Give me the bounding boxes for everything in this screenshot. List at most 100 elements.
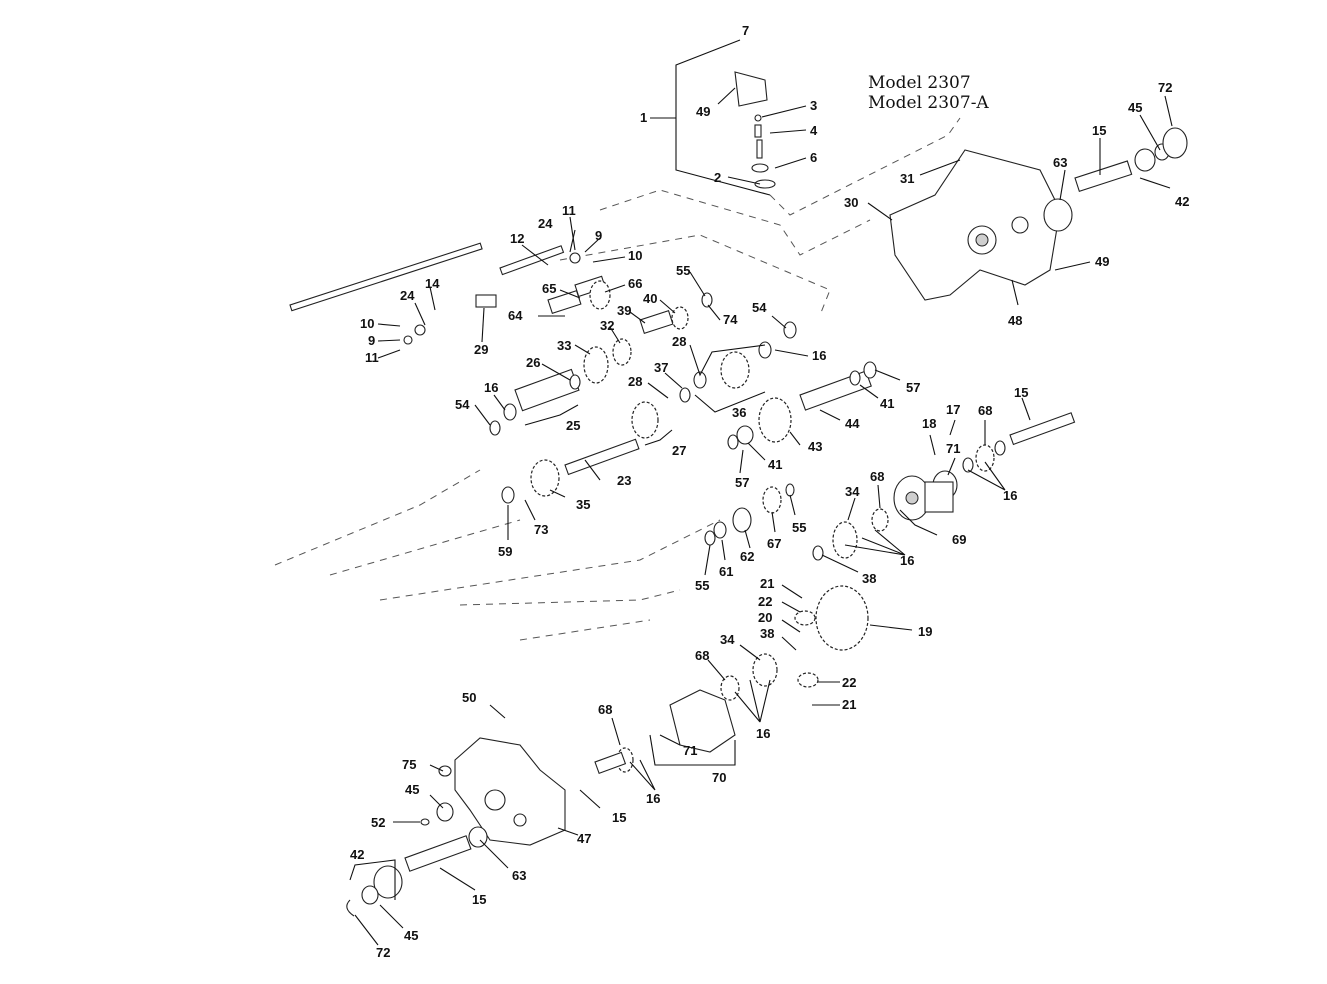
lower-axle [346,835,472,917]
callout: 1 [640,110,647,125]
callout: 39 [617,303,631,318]
callout: 29 [474,342,488,357]
callout: 23 [617,473,631,488]
gears [530,280,995,773]
callout: 72 [1158,80,1172,95]
callout: 15 [612,810,626,825]
callout: 4 [810,123,818,138]
callout: 49 [1095,254,1109,269]
callout: 35 [576,497,590,512]
callout: 63 [1053,155,1067,170]
callout: 15 [1092,123,1106,138]
callout: 22 [842,675,856,690]
right-cover [889,127,1188,301]
housing-outlines [274,117,961,641]
shift-rail-group [289,242,581,345]
callout: 9 [368,333,375,348]
callout: 72 [376,945,390,960]
callout: 37 [654,360,668,375]
callout: 52 [371,815,385,830]
callout: 16 [1003,488,1017,503]
callout: 71 [946,441,960,456]
callout: 33 [557,338,571,353]
callout: 30 [844,195,858,210]
callout: 6 [810,150,817,165]
callout: 2 [714,170,721,185]
callout: 68 [870,469,884,484]
callout: 66 [628,276,642,291]
callout: 7 [742,23,749,38]
callout: 67 [767,536,781,551]
callout: 47 [577,831,591,846]
callout: 36 [732,405,746,420]
callout: 41 [768,457,782,472]
callout: 24 [538,216,553,231]
callout: 26 [526,355,540,370]
callout: 69 [952,532,966,547]
callout: 38 [862,571,876,586]
callout: 11 [365,350,379,365]
differential-case-right [893,475,954,521]
callout: 75 [402,757,416,772]
callout: 38 [760,626,774,641]
callout: 71 [683,743,697,758]
callout: 55 [676,263,690,278]
callout: 3 [810,98,817,113]
callout: 24 [400,288,415,303]
callout: 49 [696,104,710,119]
callout: 68 [695,648,709,663]
callout-labels: 1 2 3 4 6 49 7 72 45 15 63 42 31 30 48 4… [350,23,1189,960]
callout: 34 [720,632,735,647]
callout: 12 [510,231,524,246]
callout: 61 [719,564,733,579]
callout: 14 [425,276,440,291]
callout: 28 [672,334,686,349]
callout: 25 [566,418,580,433]
callout: 15 [472,892,486,907]
callout: 31 [900,171,914,186]
callout: 45 [1128,100,1142,115]
callout: 55 [792,520,806,535]
callout: 11 [562,203,576,218]
callout: 44 [845,416,860,431]
leader-lines [354,87,1173,946]
callout: 9 [595,228,602,243]
callout: 45 [405,782,419,797]
callout: 74 [723,312,738,327]
callout: 16 [900,553,914,568]
callout: 54 [752,300,767,315]
callout: 16 [756,726,770,741]
callout: 70 [712,770,726,785]
shift-assembly [650,39,776,196]
callout: 10 [360,316,374,331]
callout: 10 [628,248,642,263]
callout: 68 [978,403,992,418]
model-title-2: Model 2307-A [868,93,989,113]
callout: 28 [628,374,642,389]
callout: 41 [880,396,894,411]
callout: 17 [946,402,960,417]
callout: 73 [534,522,548,537]
callout: 19 [918,624,932,639]
callout: 21 [842,697,856,712]
callout: 15 [1014,385,1028,400]
callout: 54 [455,397,470,412]
callout: 21 [760,576,774,591]
callout: 16 [484,380,498,395]
callout: 64 [508,308,523,323]
callout: 57 [906,380,920,395]
callout: 48 [1008,313,1022,328]
callout: 40 [643,291,657,306]
callout: 45 [404,928,418,943]
callout: 18 [922,416,936,431]
callout: 63 [512,868,526,883]
callout: 32 [600,318,614,333]
callout: 62 [740,549,754,564]
callout: 20 [758,610,772,625]
callout: 57 [735,475,749,490]
differential-case-left [420,689,736,848]
callout: 22 [758,594,772,609]
callout: 34 [845,484,860,499]
callout: 68 [598,702,612,717]
